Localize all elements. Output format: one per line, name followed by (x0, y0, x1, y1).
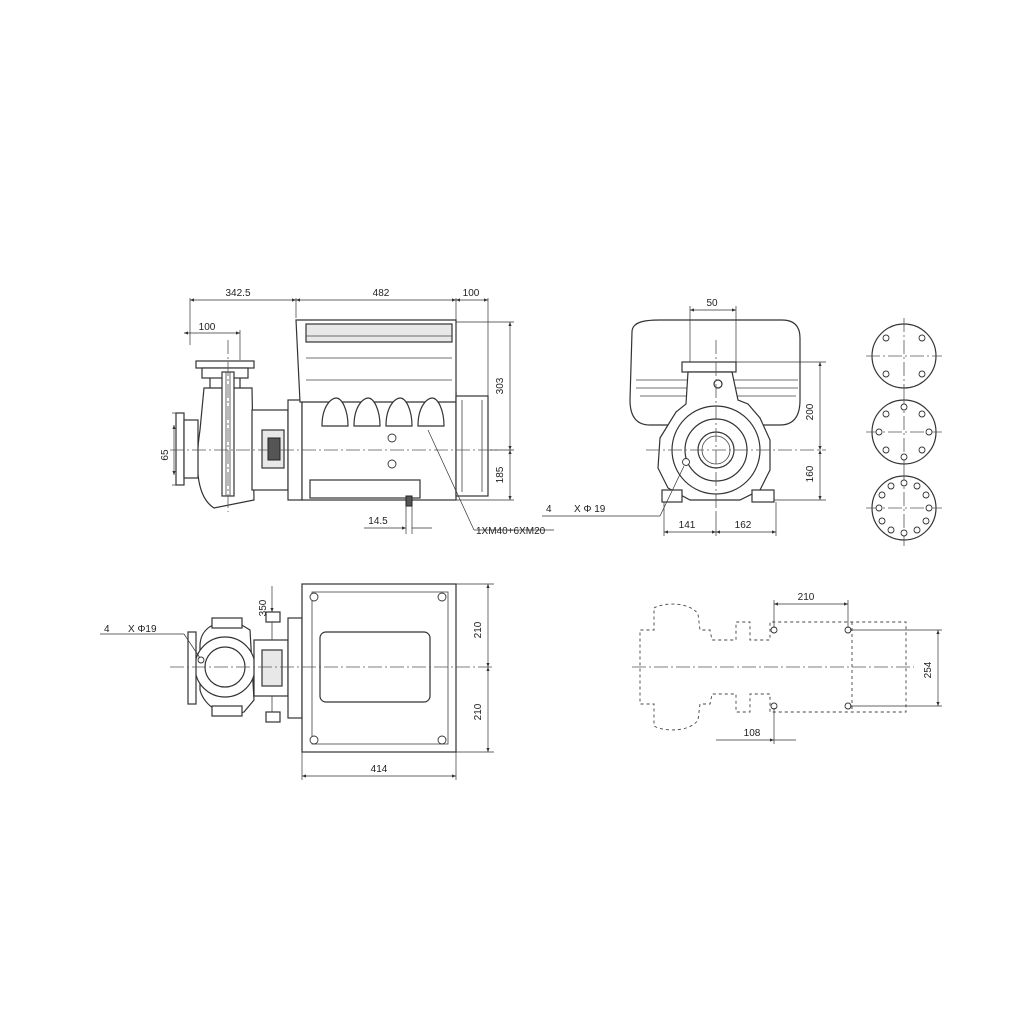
outlet-flange (195, 360, 255, 369)
dim-side-inlet-size: 65 (160, 449, 171, 461)
dim-side-foot-width: 14.5 (368, 516, 388, 527)
dim-top-half-lower: 210 (473, 703, 484, 720)
flange-detail-8-holes (866, 394, 942, 470)
side-view: 342.5 482 100 100 303 185 65 14.5 (160, 288, 554, 537)
dim-side-outlet-offset: 100 (199, 322, 216, 333)
dim-front-outlet-offset: 50 (706, 298, 718, 309)
dim-side-total-left: 342.5 (225, 288, 250, 299)
top-view: 350 210 210 414 4 X Φ19 (100, 583, 494, 780)
dim-front-shaft-height: 160 (805, 465, 816, 482)
dim-front-foot-left: 141 (679, 520, 696, 531)
dim-top-outlet-height: 350 (258, 599, 269, 616)
dim-base-hole-spacing-y: 254 (923, 661, 934, 678)
dim-front-foot-right: 162 (735, 520, 752, 531)
dim-side-motor-length: 482 (373, 288, 390, 299)
base-outline (639, 603, 907, 731)
front-view: 50 200 160 141 162 4 X Φ 19 (542, 298, 826, 536)
dim-top-half-upper: 210 (473, 621, 484, 638)
top-holes-spec: X Φ19 (128, 624, 157, 635)
dim-side-end-gap: 100 (463, 288, 480, 299)
dim-side-motor-height: 303 (495, 377, 506, 394)
dim-base-hole-offset: 108 (744, 728, 761, 739)
flange-details (866, 318, 942, 546)
dim-front-motor-top: 200 (805, 403, 816, 420)
front-outlet-flange (681, 361, 737, 373)
flange-detail-4-holes (866, 318, 942, 394)
dim-side-shaft-height: 185 (495, 466, 506, 483)
front-holes-spec: X Φ 19 (574, 504, 606, 515)
inlet-flange (175, 412, 185, 486)
top-holes-count: 4 (104, 624, 110, 635)
base-plan: 210 254 108 (632, 592, 942, 744)
front-holes-count: 4 (546, 504, 552, 515)
flange-detail-12-holes (866, 470, 942, 546)
dim-base-hole-spacing-x: 210 (798, 592, 815, 603)
dim-top-motor-width: 414 (371, 764, 388, 775)
label-cable-entries: 1XM40+6XM20 (476, 526, 546, 537)
